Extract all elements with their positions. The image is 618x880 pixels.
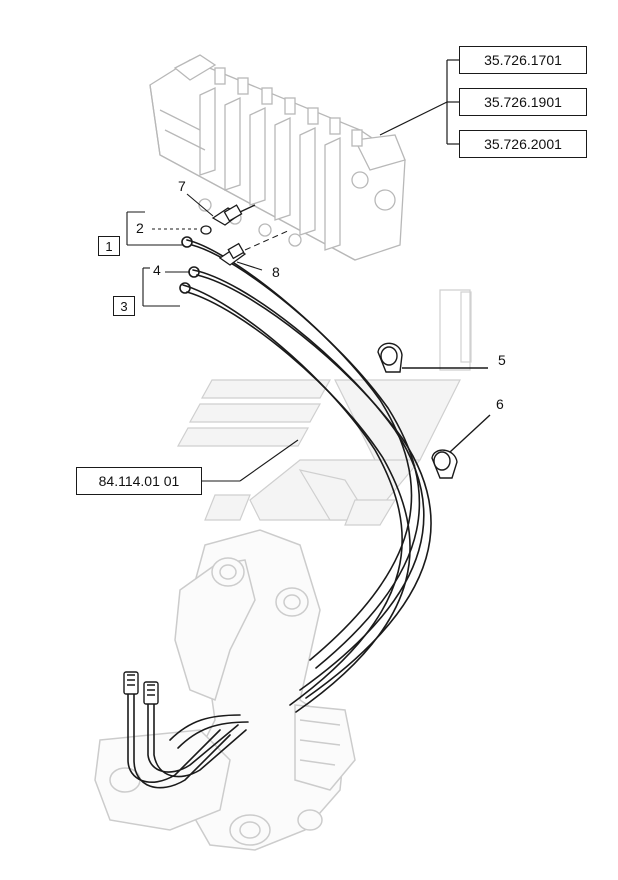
washer-2	[200, 225, 212, 235]
hydraulic-hoses	[127, 236, 432, 789]
fitting-8	[218, 242, 247, 266]
clamp-5	[377, 342, 488, 373]
loader-arm-ghost	[94, 529, 356, 851]
reference-box-4: 84.114.01 01	[76, 467, 202, 495]
clamp-6	[431, 414, 491, 479]
reference-leaders	[379, 59, 460, 145]
reference-box-2: 35.726.1901	[459, 88, 587, 116]
callout-7: 7	[178, 178, 186, 194]
control-valve-block	[149, 54, 406, 261]
callout-5: 5	[498, 352, 506, 368]
group-box-1: 1	[98, 236, 120, 256]
ghost-bracket	[460, 291, 472, 363]
reference-box-3: 35.726.2001	[459, 130, 587, 158]
callout-leaders	[126, 193, 299, 482]
group-box-3: 3	[113, 296, 135, 316]
hose-end-fittings	[123, 671, 159, 705]
callout-6: 6	[496, 396, 504, 412]
callout-4: 4	[153, 262, 161, 278]
dashed-assembly-line	[244, 229, 291, 251]
callout-2: 2	[136, 220, 144, 236]
callout-8: 8	[272, 264, 280, 280]
watermark-logo	[176, 289, 471, 526]
fitting-7	[211, 204, 256, 226]
reference-box-1: 35.726.1701	[459, 46, 587, 74]
